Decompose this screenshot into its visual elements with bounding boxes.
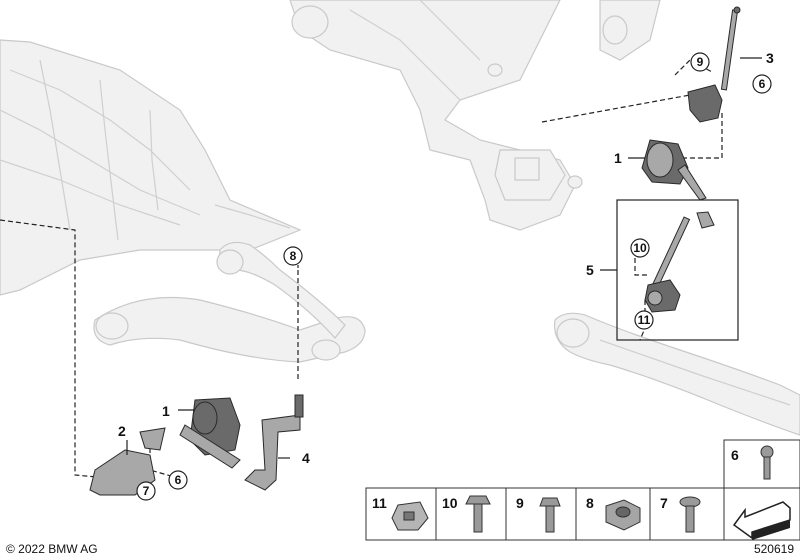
table-cell-3-label: 8 [586,495,594,511]
screw-icon-top [760,445,774,480]
circled-callout-7: 7 [136,481,156,501]
upper-control-arm-ghost [93,241,366,363]
circled-callout-10: 10 [630,238,650,258]
copyright-text: © 2022 BMW AG [6,542,98,556]
svg-text:9: 9 [697,55,704,69]
table-cell-2 [505,487,577,541]
svg-text:6: 6 [175,473,182,487]
lock-nut-icon [605,499,641,531]
circled-callout-8: 8 [283,246,303,266]
svg-text:7: 7 [143,484,150,498]
clip-nut-icon [391,501,429,531]
lower-control-arm-ghost [553,312,800,436]
bracket-2[interactable] [89,427,166,496]
callout-1-top: 1 [614,150,622,166]
callout-2: 2 [118,423,126,439]
svg-text:11: 11 [638,313,651,327]
parts-table: 6 11 10 9 8 7 [365,439,800,541]
bolt-icon [539,497,561,533]
callout-3: 3 [766,50,774,66]
bracket-top[interactable] [687,84,723,123]
height-sensor-top[interactable] [641,139,707,201]
circled-callout-6-top: 6 [752,74,772,94]
svg-text:6: 6 [759,77,766,91]
callout-1-bottom: 1 [162,403,170,419]
table-cell-1-label: 10 [442,495,458,511]
sensor-rod-3[interactable] [720,6,741,91]
circled-callout-11: 11 [634,310,654,330]
linkage-4[interactable] [244,394,304,491]
svg-text:8: 8 [290,249,297,263]
drawing-number: 520619 [753,542,794,556]
direction-arrow-icon [732,501,791,540]
subframe-ghost [289,0,661,231]
table-cell-4-label: 7 [660,495,668,511]
circled-callout-6-bottom: 6 [168,470,188,490]
callout-4: 4 [302,450,310,466]
flange-bolt-icon [465,495,491,533]
table-cell-top-label: 6 [731,447,739,463]
height-sensor-link-5[interactable] [644,211,715,313]
table-cell-0-label: 11 [372,495,387,511]
callout-5: 5 [586,262,594,278]
height-sensor-1-lower[interactable] [179,397,241,469]
table-cell-2-label: 9 [516,495,524,511]
svg-text:10: 10 [633,241,647,255]
leader-lines [126,57,762,459]
circled-callout-9: 9 [690,52,710,72]
screw-icon [679,496,701,533]
dashed-reference-lines [0,59,723,479]
